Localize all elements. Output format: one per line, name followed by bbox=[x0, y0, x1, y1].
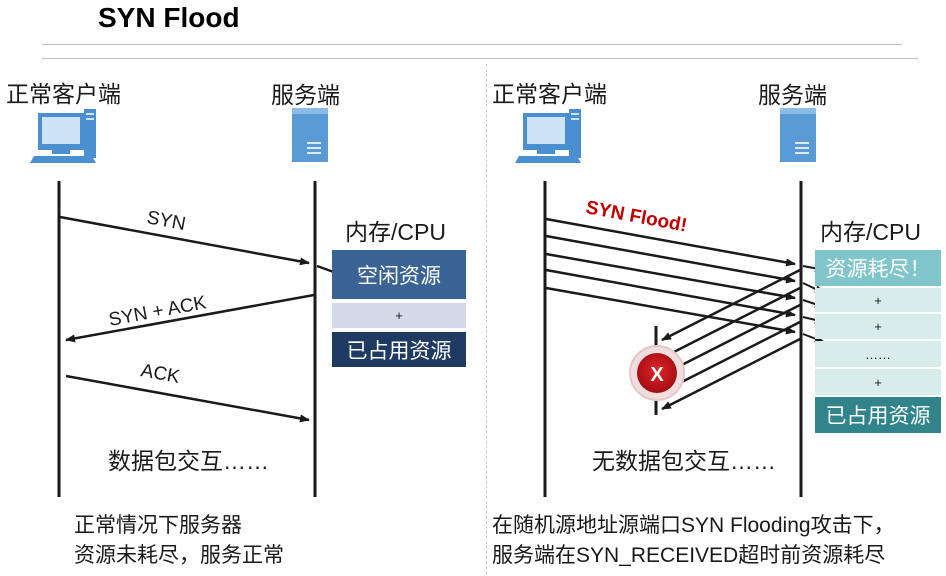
right-ellipsis-box: …… bbox=[815, 341, 941, 367]
right-caption: 在随机源地址源端口SYN Flooding攻击下， 服务端在SYN_RECEIV… bbox=[492, 511, 895, 571]
right-exhausted-label: 资源耗尽！ bbox=[825, 258, 931, 281]
right-client-computer-icon bbox=[515, 109, 581, 163]
right-synack-arrows bbox=[661, 268, 801, 411]
right-caption-line-1: 在随机源地址源端口SYN Flooding攻击下， bbox=[492, 514, 895, 537]
right-caption-line-2: 服务端在SYN_RECEIVED超时前资源耗尽 bbox=[492, 544, 886, 567]
left-syn-arrow bbox=[59, 215, 310, 266]
right-plus-box-3: + bbox=[815, 369, 941, 395]
header-rule bbox=[42, 58, 918, 59]
left-server-icon bbox=[292, 108, 328, 162]
left-server-label: 服务端 bbox=[271, 82, 340, 108]
left-used-resource-box: 已占用资源 bbox=[332, 332, 466, 367]
page-title: SYN Flood bbox=[98, 2, 240, 33]
flood-synack-arrow bbox=[661, 320, 801, 394]
right-exhausted-resource-box: 资源耗尽！ bbox=[815, 250, 941, 286]
flood-synack-arrow bbox=[661, 268, 801, 342]
left-synack-arrow bbox=[65, 293, 315, 343]
flood-syn-arrow bbox=[545, 252, 796, 301]
left-client-label: 正常客户端 bbox=[6, 81, 121, 107]
left-syn-label: SYN bbox=[145, 207, 187, 235]
right-plus-label-1: + bbox=[874, 292, 882, 308]
left-ack-label: ACK bbox=[139, 360, 182, 388]
left-synack-label: SYN + ACK bbox=[107, 292, 208, 331]
left-client-computer-icon bbox=[30, 109, 96, 163]
panel-divider bbox=[486, 64, 487, 574]
right-used-resource-box: 已占用资源 bbox=[815, 397, 941, 433]
right-no-exchange-text: 无数据包交互…… bbox=[592, 448, 776, 474]
title-underline bbox=[42, 44, 902, 45]
flood-syn-arrow bbox=[545, 217, 796, 267]
blocked-x-text: X bbox=[650, 364, 664, 386]
left-free-resource-label: 空闲资源 bbox=[357, 264, 441, 288]
flood-synack-arrow bbox=[661, 337, 801, 411]
right-plus-label-2: + bbox=[874, 319, 882, 334]
left-plus-label: + bbox=[395, 308, 403, 323]
left-caption-line-2: 资源未耗尽，服务正常 bbox=[74, 544, 284, 567]
flood-synack-arrow bbox=[661, 286, 801, 360]
left-caption: 正常情况下服务器 资源未耗尽，服务正常 bbox=[74, 511, 284, 571]
right-flood-syn-arrows bbox=[545, 217, 796, 335]
flood-label: SYN Flood! bbox=[584, 197, 689, 236]
flood-syn-arrow bbox=[545, 234, 796, 284]
left-caption-line-1: 正常情况下服务器 bbox=[74, 514, 242, 537]
right-used-resource-label: 已占用资源 bbox=[825, 405, 931, 428]
right-client-label: 正常客户端 bbox=[492, 81, 607, 107]
right-plus-box-1: + bbox=[815, 288, 941, 312]
right-memory-label: 内存/CPU bbox=[820, 219, 921, 245]
resource-pointer bbox=[802, 333, 825, 343]
right-ellipsis-label: …… bbox=[865, 346, 891, 362]
right-server-label: 服务端 bbox=[758, 82, 827, 108]
left-used-resource-label: 已占用资源 bbox=[346, 339, 452, 363]
left-memory-label: 内存/CPU bbox=[345, 219, 446, 245]
flood-syn-arrow bbox=[545, 286, 796, 335]
right-server-icon bbox=[780, 108, 816, 162]
right-plus-box-2: + bbox=[815, 314, 941, 339]
flood-synack-arrow bbox=[661, 303, 801, 377]
left-ack-arrow bbox=[65, 374, 310, 423]
left-free-resource-box: 空闲资源 bbox=[332, 250, 466, 299]
flood-syn-arrow bbox=[545, 268, 796, 318]
blocked-x-icon: X bbox=[629, 345, 685, 401]
right-plus-label-3: + bbox=[874, 374, 882, 390]
left-plus-box: + bbox=[332, 303, 466, 328]
left-exchange-text: 数据包交互…… bbox=[108, 448, 269, 474]
